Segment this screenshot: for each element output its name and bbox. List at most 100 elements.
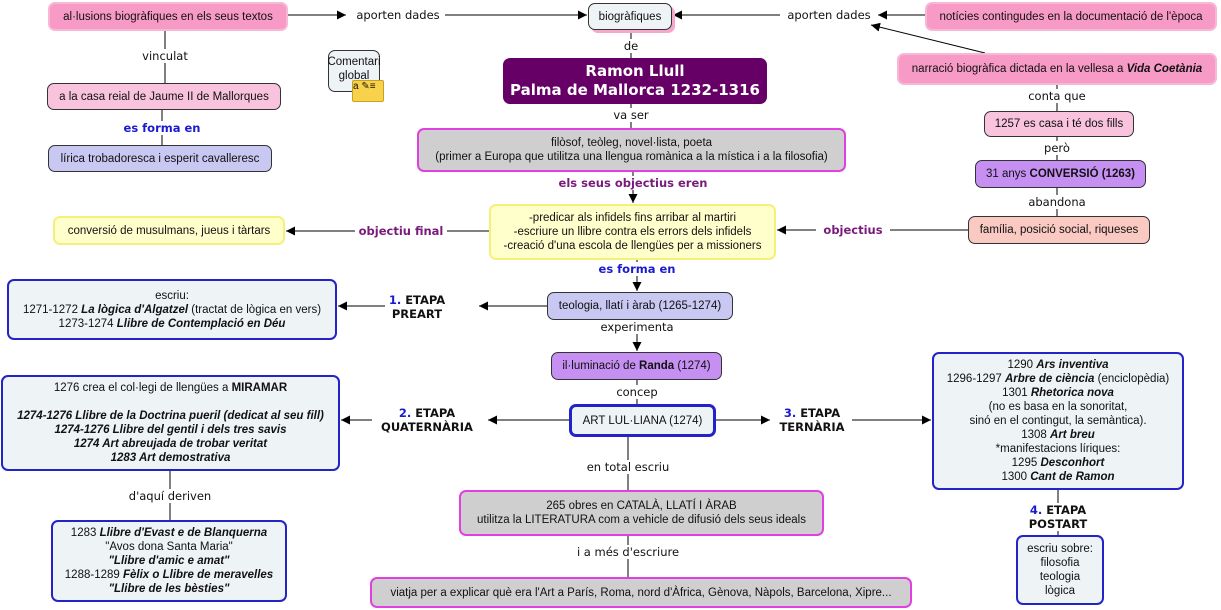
text-segment: família, posició social, riqueses xyxy=(979,224,1139,236)
link-de: de xyxy=(620,39,642,53)
text-line: va ser xyxy=(613,108,648,122)
text-segment: MIRAMAR xyxy=(231,382,288,394)
text-segment: narració biogràfica dictada en la velles… xyxy=(911,63,1127,75)
text-segment: 1276 crea el col·legi de llengües a xyxy=(53,382,232,394)
node-noticies[interactable]: notícies contingudes en la documentació … xyxy=(925,2,1217,31)
text-line: Palma de Mallorca 1232-1316 xyxy=(510,81,760,100)
text-line: conta que xyxy=(1028,89,1086,103)
text-segment: abandona xyxy=(1028,195,1086,209)
text-segment: -creació d'una escola de llengües per a … xyxy=(503,240,762,252)
text-line xyxy=(169,395,172,409)
text-segment: Rhetorica nova xyxy=(1030,387,1114,399)
link-concep: concep xyxy=(613,385,661,399)
text-segment: es forma en xyxy=(123,121,201,135)
text-segment: *manifestacions líriques: xyxy=(995,443,1121,455)
text-segment: lírica trobadoresca i esperit cavalleres… xyxy=(60,152,260,165)
text-segment: -predicar als infidels fins arribar al m… xyxy=(528,212,737,224)
node-preart-obres[interactable]: escriu:1271-1272 La lògica d'Algatzel (t… xyxy=(7,279,337,340)
text-segment: d'aquí deriven xyxy=(128,489,212,503)
text-line: 1308 Art breu xyxy=(1021,428,1095,442)
text-segment: objectius xyxy=(823,223,883,237)
text-segment: els seus objectius eren xyxy=(558,176,708,190)
node-illuminacio[interactable]: il·luminació de Randa (1274) xyxy=(551,352,722,380)
node-filosof[interactable]: filòsof, teòleg, novel·lista, poeta(prim… xyxy=(417,128,846,172)
annotation-note-icon[interactable]: a ✎≡ xyxy=(352,80,384,102)
text-line: 1271-1272 La lògica d'Algatzel (tractat … xyxy=(23,303,321,317)
text-line: "Llibre d'amic e amat" xyxy=(108,554,229,568)
text-line: global xyxy=(339,69,370,83)
text-line: QUATERNÀRIA xyxy=(381,420,473,434)
text-segment: POSTART xyxy=(1028,517,1088,531)
node-narracio[interactable]: narració biogràfica dictada en la velles… xyxy=(897,53,1217,85)
text-segment: global xyxy=(338,70,370,82)
note-glyph: a xyxy=(353,81,359,92)
text-segment: però xyxy=(1044,141,1070,155)
text-line: conversió de musulmans, jueus i tàrtars xyxy=(68,224,271,238)
text-segment: Fèlix o Llibre de meravelles xyxy=(122,569,274,581)
node-objectius[interactable]: -predicar als infidels fins arribar al m… xyxy=(489,204,776,260)
text-line: 1. ETAPA xyxy=(389,293,445,307)
text-line: PREART xyxy=(389,307,445,321)
text-line: -creació d'una escola de llengües per a … xyxy=(504,239,762,253)
node-viatja[interactable]: viatja per a explicar què era l'Art a Pa… xyxy=(370,577,912,608)
text-line: TERNÀRIA xyxy=(779,420,844,434)
text-line: narració biogràfica dictada en la velles… xyxy=(912,62,1202,76)
node-conversio-musulmans[interactable]: conversió de musulmans, jueus i tàrtars xyxy=(53,216,285,245)
text-line: 1274-1276 Llibre de la Doctrina pueril (… xyxy=(17,409,324,423)
text-line: en total escriu xyxy=(587,460,670,474)
link-objectius: objectius xyxy=(820,223,886,237)
text-line: 1295 Desconhort xyxy=(1012,456,1105,470)
text-segment: 1301 xyxy=(1002,387,1031,399)
link-objectius-eren: els seus objectius eren xyxy=(555,176,711,190)
text-line: 1300 Cant de Ramon xyxy=(1001,470,1114,484)
text-segment: TERNÀRIA xyxy=(779,420,845,434)
text-segment: ETAPA xyxy=(1042,503,1087,517)
text-line: teologia xyxy=(1040,570,1080,584)
link-va-ser: va ser xyxy=(610,108,652,122)
text-line: lògica xyxy=(1045,584,1075,598)
text-segment: 4. xyxy=(1029,503,1043,517)
text-line: objectius xyxy=(823,223,882,237)
node-1257[interactable]: 1257 es casa i té dos fills xyxy=(984,111,1134,137)
text-segment: en total escriu xyxy=(586,460,670,474)
text-segment: (primer a Europa que utilitza una llengu… xyxy=(435,151,828,163)
node-teologia[interactable]: teologia, llatí i àrab (1265-1274) xyxy=(547,292,733,320)
text-segment: Comentari xyxy=(327,56,381,68)
text-segment: teologia, llatí i àrab (1265-1274) xyxy=(558,300,722,312)
node-art-lulliana[interactable]: ART LUL·LIANA (1274) xyxy=(569,404,716,437)
text-line: vinculat xyxy=(142,49,188,63)
text-line: a la casa reial de Jaume II de Mallorque… xyxy=(59,90,269,104)
text-line: objectiu final xyxy=(359,224,444,238)
text-segment: PREART xyxy=(391,307,443,321)
text-segment: 1274-1276 Llibre de la Doctrina pueril (… xyxy=(17,410,324,422)
node-conversio[interactable]: 31 anys CONVERSIÓ (1263) xyxy=(975,160,1146,188)
node-miramar[interactable]: 1276 crea el col·legi de llengües a MIRA… xyxy=(1,375,340,471)
text-line: 1274-1276 Llibre del gentil i dels tres … xyxy=(54,423,286,437)
link-abandona: abandona xyxy=(1025,195,1089,209)
text-line: de xyxy=(624,39,638,53)
node-blanquerna[interactable]: 1283 Llibre d'Evast e de Blanquerna"Avos… xyxy=(51,520,287,602)
text-segment: aporten dades xyxy=(356,8,440,22)
node-casa-reial[interactable]: a la casa reial de Jaume II de Mallorque… xyxy=(47,83,281,110)
text-segment: a la casa reial de Jaume II de Mallorque… xyxy=(59,90,269,103)
text-line: 1296-1297 Arbre de ciència (enciclopèdia… xyxy=(947,372,1169,386)
text-segment: Ars inventiva xyxy=(1036,359,1109,371)
node-alusions[interactable]: al·lusions biogràfiques en els seus text… xyxy=(48,2,288,31)
text-line: al·lusions biogràfiques en els seus text… xyxy=(63,10,273,24)
text-segment: Desconhort xyxy=(1040,457,1105,469)
node-lirica[interactable]: lírica trobadoresca i esperit cavalleres… xyxy=(48,145,272,172)
text-line: però xyxy=(1044,141,1070,155)
text-segment: de xyxy=(623,39,639,53)
text-line: (primer a Europa que utilitza una llengu… xyxy=(435,150,827,164)
text-segment: QUATERNÀRIA xyxy=(381,420,473,434)
link-daqui-deriven: d'aquí deriven xyxy=(125,489,215,503)
text-segment: biogràfiques xyxy=(598,10,662,23)
node-familia[interactable]: família, posició social, riqueses xyxy=(968,216,1150,244)
node-biografiques[interactable]: biogràfiques xyxy=(588,3,672,30)
text-line: es forma en xyxy=(124,121,201,135)
text-segment: 1257 es casa i té dos fills xyxy=(994,118,1124,130)
